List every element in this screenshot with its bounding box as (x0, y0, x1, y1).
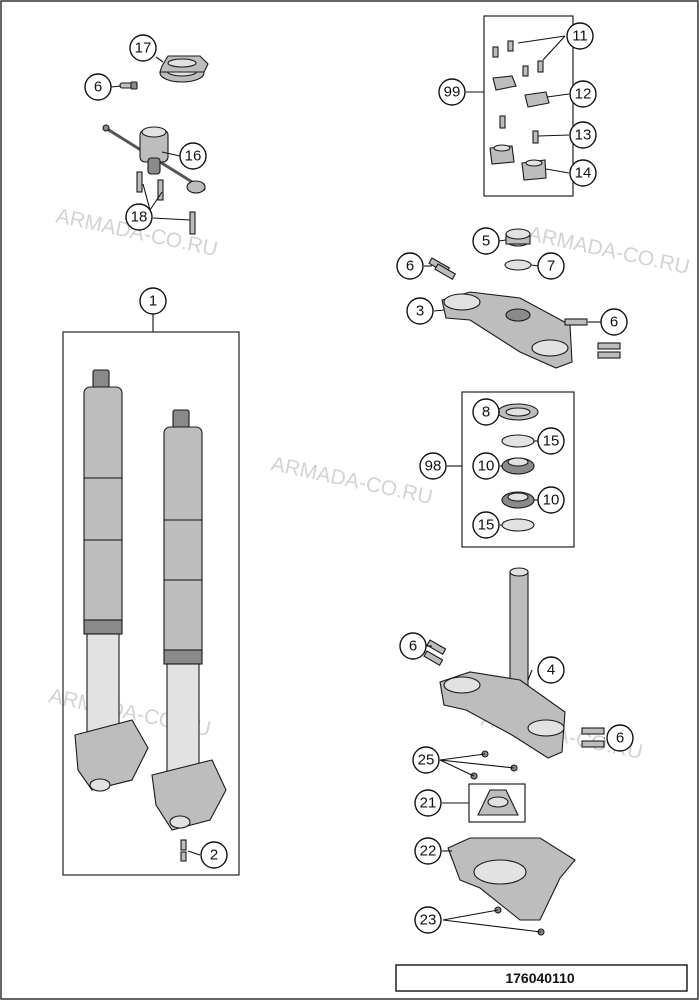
callout-99: 99 (438, 78, 466, 106)
diagram-code-box (395, 964, 688, 992)
callout-18: 18 (125, 203, 153, 231)
svg-text:12: 12 (575, 86, 592, 103)
svg-text:6: 6 (406, 258, 414, 275)
svg-text:15: 15 (543, 433, 560, 450)
group-box-99 (483, 15, 574, 197)
svg-text:14: 14 (575, 165, 592, 182)
svg-text:4: 4 (547, 662, 555, 679)
svg-text:10: 10 (478, 458, 495, 475)
bolt-part (423, 639, 605, 748)
svg-text:8: 8 (482, 404, 490, 421)
callout-6: 6 (396, 252, 424, 280)
steering-damper-part (102, 124, 206, 194)
svg-text:6: 6 (610, 314, 618, 331)
svg-text:5: 5 (482, 233, 490, 250)
washer-part (504, 259, 532, 271)
screw-part (119, 81, 138, 90)
callout-15: 15 (472, 511, 500, 539)
callout-4: 4 (537, 656, 565, 684)
leader-lines (110, 35, 605, 933)
callout-10: 10 (537, 486, 565, 514)
svg-text:23: 23 (420, 912, 437, 929)
fork-leg-right-part (151, 409, 227, 831)
clamp-parts-group (489, 40, 550, 181)
callout-14: 14 (569, 159, 597, 187)
callout-3: 3 (406, 297, 434, 325)
callout-25: 25 (412, 746, 440, 774)
svg-text:98: 98 (425, 458, 442, 475)
callout-12: 12 (569, 80, 597, 108)
svg-text:25: 25 (418, 752, 435, 769)
svg-text:99: 99 (444, 84, 461, 101)
callout-16: 16 (179, 142, 207, 170)
svg-text:16: 16 (185, 148, 202, 165)
group-box-1 (62, 331, 240, 876)
bolt-part (180, 839, 187, 862)
svg-text:2: 2 (210, 847, 218, 864)
callout-17: 17 (129, 34, 157, 62)
svg-text:22: 22 (420, 843, 437, 860)
svg-text:18: 18 (131, 209, 148, 226)
watermark: ARMADA-CO.RU (269, 452, 435, 509)
callout-11: 11 (566, 22, 594, 50)
skid-plate-part (447, 837, 576, 921)
callout-21: 21 (414, 789, 442, 817)
svg-text:6: 6 (94, 79, 102, 96)
callout-23: 23 (414, 906, 442, 934)
svg-text:10: 10 (543, 492, 560, 509)
svg-text:7: 7 (547, 258, 555, 275)
svg-text:6: 6 (616, 730, 624, 747)
bearing-parts-group (497, 403, 539, 532)
callout-13: 13 (569, 121, 597, 149)
callout-6: 6 (600, 308, 628, 336)
callout-1: 1 (139, 287, 167, 315)
svg-text:11: 11 (572, 28, 588, 45)
bolt-part (428, 257, 621, 359)
callout-8: 8 (472, 398, 500, 426)
svg-text:1: 1 (149, 293, 157, 310)
bolt-part (136, 171, 196, 235)
callout-6: 6 (84, 73, 112, 101)
svg-text:13: 13 (575, 127, 592, 144)
callout-98: 98 (419, 452, 447, 480)
callout-6: 6 (399, 632, 427, 660)
cover-part (477, 789, 519, 816)
callout-7: 7 (537, 252, 565, 280)
callout-15: 15 (537, 427, 565, 455)
cap-part (505, 228, 531, 247)
group-box-98 (461, 391, 575, 548)
svg-text:15: 15 (478, 517, 495, 534)
callout-6: 6 (606, 724, 634, 752)
lower-triple-clamp-part (439, 567, 566, 759)
svg-text:3: 3 (416, 303, 424, 320)
upper-triple-clamp-part (441, 291, 573, 369)
steering-damper-clamp-part (159, 55, 209, 83)
callout-2: 2 (200, 841, 228, 869)
diagram-code: 176040110 (505, 970, 575, 986)
callout-22: 22 (414, 837, 442, 865)
svg-text:21: 21 (420, 795, 437, 812)
callout-5: 5 (472, 227, 500, 255)
svg-text:6: 6 (409, 638, 417, 655)
callout-10: 10 (472, 452, 500, 480)
svg-text:17: 17 (135, 40, 152, 57)
fork-leg-left-part (74, 369, 149, 792)
